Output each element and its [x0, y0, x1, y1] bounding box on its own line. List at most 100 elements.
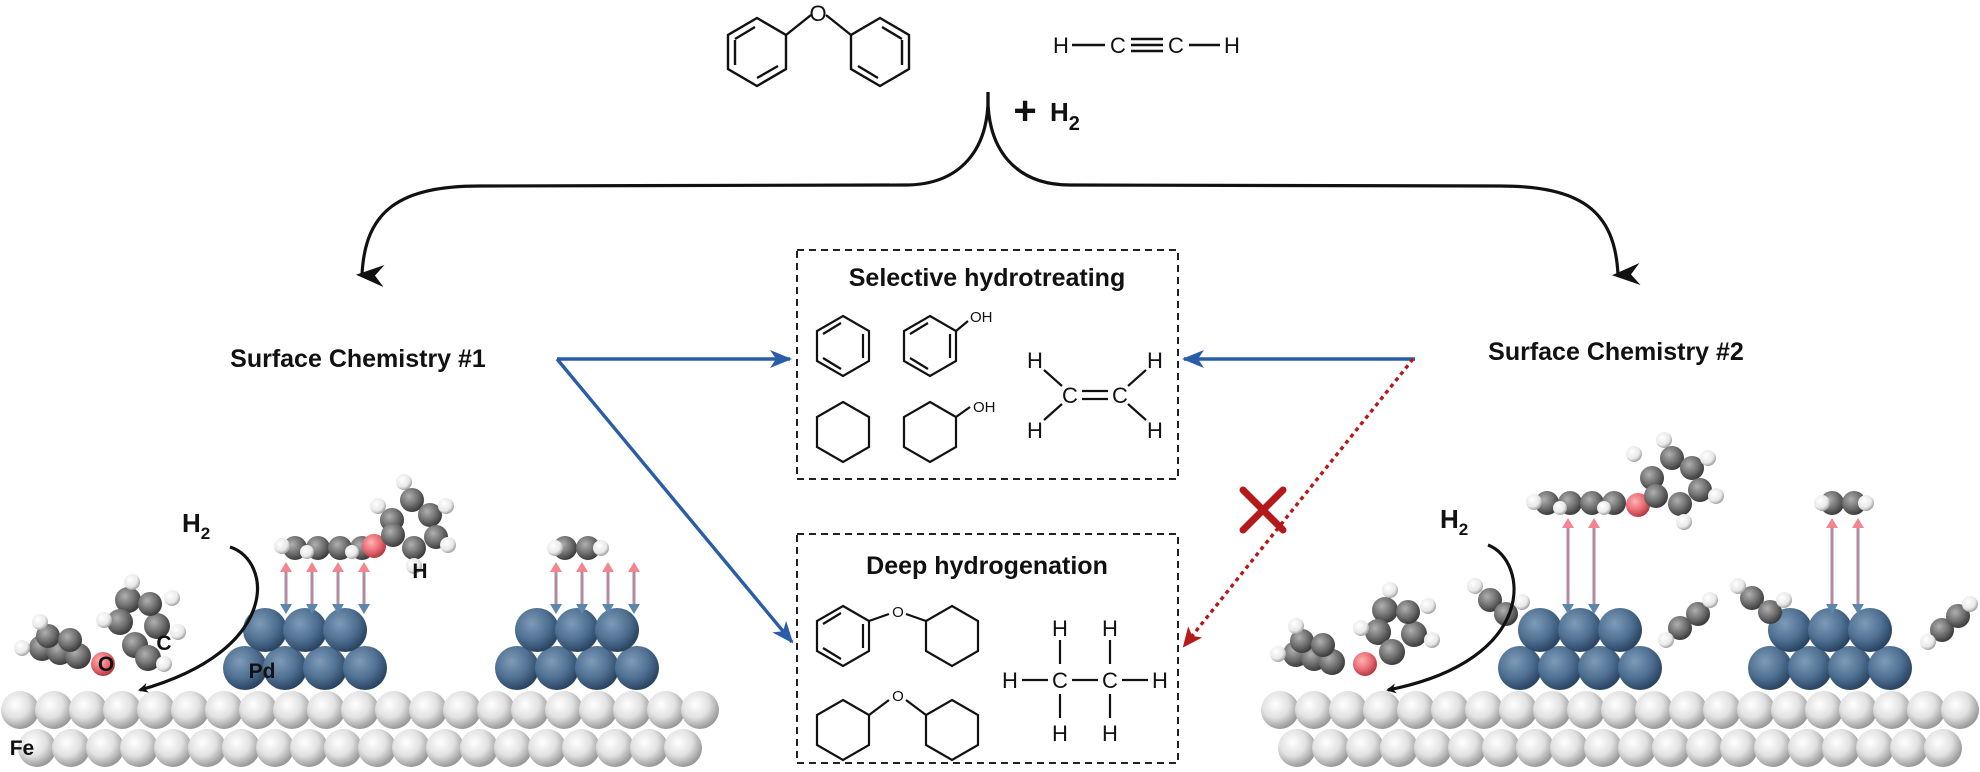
pd-atom [495, 646, 539, 690]
acetylene-c-left: C [1110, 33, 1126, 58]
h-arrow-head-up [602, 562, 614, 572]
fe-atom [1754, 729, 1792, 767]
deep-products [815, 604, 980, 762]
fe-atom [358, 729, 396, 767]
fe-atom [1584, 729, 1622, 767]
ethylene-h-3: H [1147, 348, 1163, 373]
fe-atom [1669, 691, 1707, 729]
acetylene-c-right: C [1168, 33, 1184, 58]
fe-atom [562, 729, 600, 767]
h-arrow-head-up [332, 562, 344, 572]
fe-atom [596, 729, 634, 767]
h-arrow-head-up [358, 562, 370, 572]
ethylene-structure: H H C C H H [1027, 348, 1163, 443]
h-arrow-head-down [628, 604, 640, 614]
fe-surface-right [1261, 691, 1979, 767]
pd-label: Pd [249, 660, 276, 683]
h-arrow-head-down [576, 604, 588, 614]
ethylene-h-2: H [1027, 418, 1043, 443]
fe-atom [1448, 729, 1486, 767]
fe-atom [664, 729, 702, 767]
diphenyl-ether-above-pd-right [1526, 432, 1724, 530]
pd-atom [1538, 646, 1582, 690]
fe-atom [137, 691, 175, 729]
fe-atom [1499, 691, 1537, 729]
fe-atom [1516, 729, 1554, 767]
surface-chemistry-1-label: Surface Chemistry #1 [230, 345, 486, 373]
fe-atom [613, 691, 651, 729]
ethylene-h-4: H [1147, 418, 1163, 443]
h-arrow-head-up [280, 562, 292, 572]
h-arrow-head-up [550, 562, 562, 572]
fe-atom [1771, 691, 1809, 729]
fe-label: Fe [10, 737, 35, 760]
h2-spillover-arrow-left [138, 545, 259, 693]
fe-atom [392, 729, 430, 767]
fe-atom [35, 691, 73, 729]
fe-atom [1261, 691, 1299, 729]
fe-atom [1363, 691, 1401, 729]
fe-atom [409, 691, 447, 729]
h2-top-label: H2 [1050, 97, 1080, 135]
fe-atom [528, 729, 566, 767]
fe-surface-left [1, 691, 719, 767]
fe-atom [1601, 691, 1639, 729]
fe-atom [426, 729, 464, 767]
fe-atom [222, 729, 260, 767]
selective-hydrotreating-title: Selective hydrotreating [849, 264, 1125, 292]
pd-atom [1848, 608, 1892, 652]
fe-atom [1312, 729, 1350, 767]
fe-atom [1380, 729, 1418, 767]
cyclohexanol-oh-label: OH [973, 399, 996, 416]
ethane-h-bottom-left: H [1052, 721, 1068, 746]
ether-o-2: O [892, 688, 904, 705]
fe-atom [1397, 691, 1435, 729]
brace-split-arrows [356, 91, 1641, 288]
fe-atom [239, 691, 277, 729]
ethylene-c-2: C [1112, 383, 1128, 408]
pd-atom [1788, 646, 1832, 690]
acetylene-h-left: H [1053, 33, 1069, 58]
fe-atom [681, 691, 719, 729]
fe-atom [1278, 729, 1316, 767]
h-arrow-head-down [602, 604, 614, 614]
fe-atom [1805, 691, 1843, 729]
fe-atom [443, 691, 481, 729]
h-arrow-head-up [1852, 518, 1864, 528]
fe-atom [460, 729, 498, 767]
fe-atom [647, 691, 685, 729]
pd-atom [343, 646, 387, 690]
h-arrow-head-down [1562, 604, 1574, 614]
fe-atom [1329, 691, 1367, 729]
fe-atom [1, 691, 39, 729]
fe-atom [1924, 729, 1962, 767]
carbon-label: C [156, 632, 171, 655]
ethane-h-top-right: H [1102, 616, 1118, 641]
h-spillover-arrows-left [280, 562, 640, 614]
pd-atom [243, 608, 287, 652]
fe-atom [1890, 729, 1928, 767]
fe-atom [188, 729, 226, 767]
h2-spillover-arrow-right [1386, 543, 1516, 694]
ethane-h-bottom-right: H [1102, 721, 1118, 746]
fe-atom [1414, 729, 1452, 767]
pd-atom [1828, 646, 1872, 690]
hydrogen-label: H [412, 560, 427, 583]
fe-atom [1618, 729, 1656, 767]
fe-atom [1465, 691, 1503, 729]
phenol-oh-label: OH [970, 309, 993, 326]
pd-atom [515, 608, 559, 652]
selective-hydrotreating-box [796, 249, 1179, 480]
blocked-cross-icon [1239, 486, 1287, 534]
fe-atom [375, 691, 413, 729]
h-arrow-head-down [1852, 604, 1864, 614]
pd-atom [535, 646, 579, 690]
fe-atom [154, 729, 192, 767]
adsorbed-diphenyl-ether-left [14, 574, 186, 676]
pd-atom [1868, 646, 1912, 690]
fe-atom [1295, 691, 1333, 729]
ethane-c-right: C [1102, 668, 1118, 693]
acetylene-above-pd-left [547, 536, 609, 560]
left-to-deep-arrow [555, 357, 794, 644]
fe-atom [1482, 729, 1520, 767]
